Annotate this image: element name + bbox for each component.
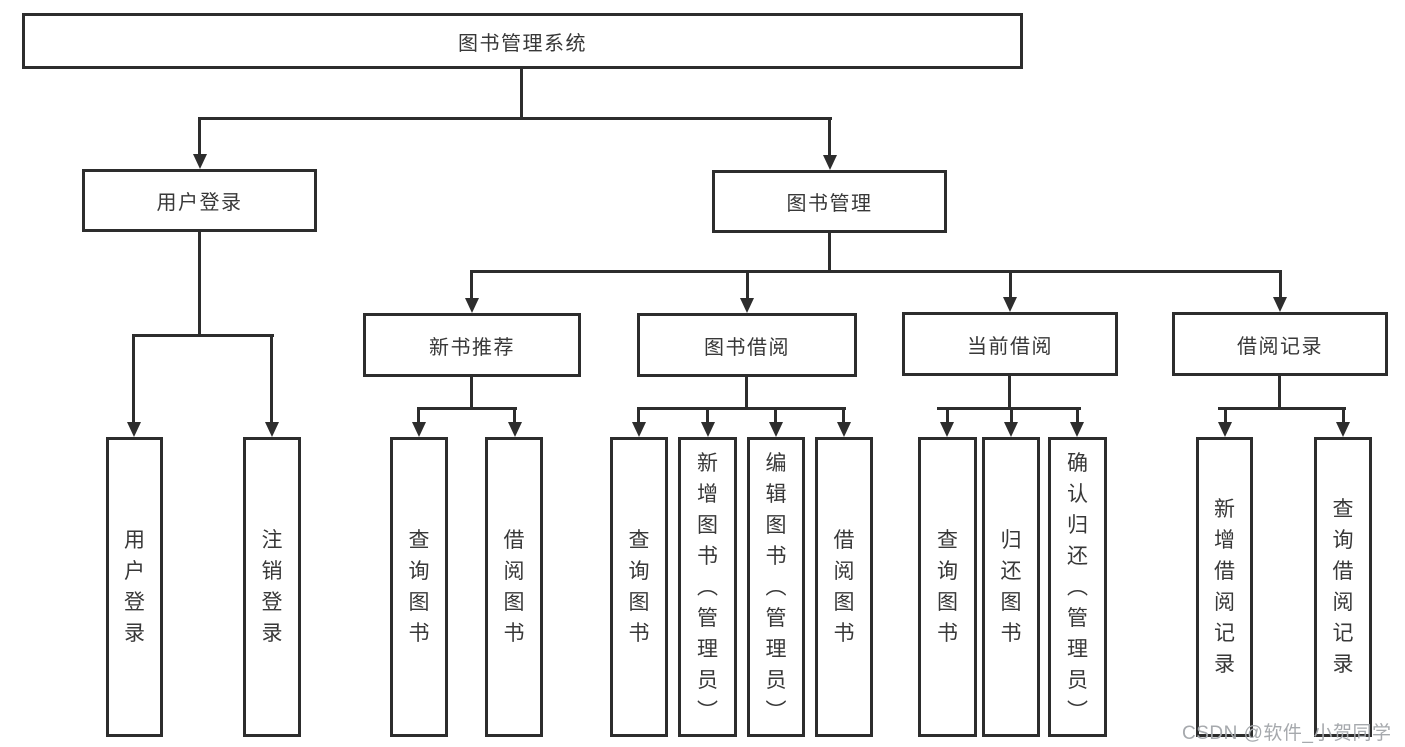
- leaf-query-books-current: 查询图书: [918, 437, 977, 737]
- leaf-add-borrow-record: 新增借阅记录: [1196, 437, 1253, 737]
- tree-edge: [198, 117, 201, 155]
- arrow-down-icon: [1273, 297, 1287, 312]
- tree-edge: [1008, 376, 1011, 410]
- leaf-add-book-admin: 新增图书︵管理员︶: [678, 437, 737, 737]
- arrow-down-icon: [769, 422, 783, 437]
- tree-edge: [637, 407, 640, 423]
- arrow-down-icon: [412, 422, 426, 437]
- tree-edge: [746, 270, 749, 299]
- leaf-borrow-books-recommend: 借阅图书: [485, 437, 543, 737]
- tree-edge: [417, 407, 517, 410]
- node-library-management-system: 图书管理系统: [22, 13, 1023, 69]
- leaf-user-login: 用户登录: [106, 437, 163, 737]
- arrow-down-icon: [837, 422, 851, 437]
- tree-edge: [470, 377, 473, 410]
- arrow-down-icon: [508, 422, 522, 437]
- tree-edge: [946, 407, 949, 423]
- tree-edge: [1279, 270, 1282, 298]
- leaf-confirm-return-admin: 确认归还︵管理员︶: [1048, 437, 1107, 737]
- tree-edge: [706, 407, 709, 423]
- tree-edge: [745, 377, 748, 410]
- tree-edge: [513, 407, 516, 423]
- arrow-down-icon: [823, 155, 837, 170]
- tree-edge: [270, 334, 273, 423]
- arrow-down-icon: [740, 298, 754, 313]
- arrow-down-icon: [1336, 422, 1350, 437]
- tree-edge: [828, 117, 831, 156]
- arrow-down-icon: [193, 154, 207, 169]
- csdn-watermark: CSDN @软件_小贺同学: [1182, 723, 1392, 744]
- node-borrowing-records: 借阅记录: [1172, 312, 1388, 376]
- node-book-management: 图书管理: [712, 170, 947, 233]
- arrow-down-icon: [465, 298, 479, 313]
- tree-edge: [637, 407, 846, 410]
- leaf-borrow-books-borrowing: 借阅图书: [815, 437, 873, 737]
- leaf-query-books-borrowing: 查询图书: [610, 437, 668, 737]
- leaf-query-borrow-record: 查询借阅记录: [1314, 437, 1372, 737]
- node-current-borrowing: 当前借阅: [902, 312, 1118, 376]
- arrow-down-icon: [632, 422, 646, 437]
- arrow-down-icon: [265, 422, 279, 437]
- tree-edge: [417, 407, 420, 423]
- tree-edge: [470, 270, 473, 299]
- tree-edge: [198, 232, 201, 337]
- tree-edge: [1218, 407, 1346, 410]
- tree-edge: [1278, 376, 1281, 410]
- arrow-down-icon: [127, 422, 141, 437]
- arrow-down-icon: [1004, 422, 1018, 437]
- tree-edge: [520, 69, 523, 119]
- tree-edge: [1342, 407, 1345, 423]
- tree-edge: [842, 407, 845, 423]
- leaf-logout: 注销登录: [243, 437, 301, 737]
- tree-edge: [132, 334, 135, 423]
- tree-edge: [132, 334, 274, 337]
- tree-edge: [937, 407, 1081, 410]
- node-user-login: 用户登录: [82, 169, 317, 232]
- node-book-borrowing: 图书借阅: [637, 313, 857, 377]
- tree-edge: [1224, 407, 1227, 423]
- node-new-book-recommendation: 新书推荐: [363, 313, 581, 377]
- arrow-down-icon: [940, 422, 954, 437]
- tree-edge: [1076, 407, 1079, 423]
- arrow-down-icon: [1003, 297, 1017, 312]
- leaf-edit-book-admin: 编辑图书︵管理员︶: [747, 437, 805, 737]
- tree-edge: [1010, 407, 1013, 423]
- tree-edge: [1009, 270, 1012, 298]
- arrow-down-icon: [1218, 422, 1232, 437]
- leaf-return-books: 归还图书: [982, 437, 1040, 737]
- tree-edge: [774, 407, 777, 423]
- arrow-down-icon: [701, 422, 715, 437]
- tree-edge: [470, 270, 1282, 273]
- tree-edge: [198, 117, 832, 120]
- tree-edge: [828, 233, 831, 273]
- leaf-query-books-recommend: 查询图书: [390, 437, 448, 737]
- arrow-down-icon: [1070, 422, 1084, 437]
